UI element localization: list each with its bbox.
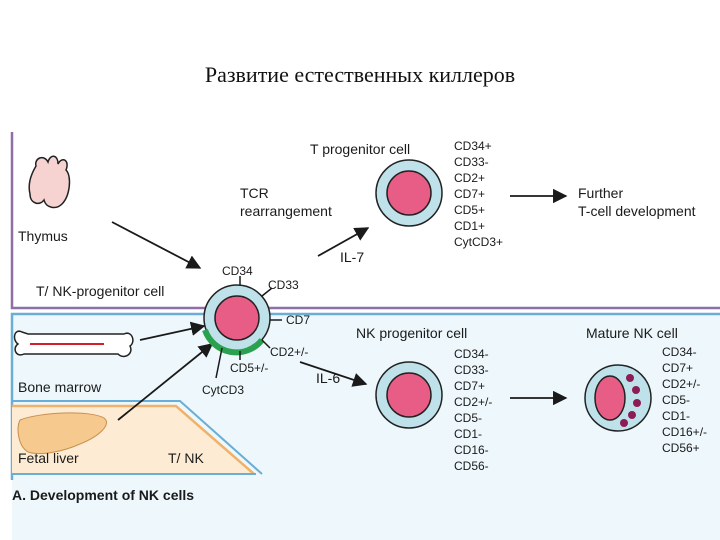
tick-cytcd3 <box>215 347 223 379</box>
tick-cd33 <box>261 287 273 297</box>
t-marker: CD1+ <box>454 219 485 233</box>
liver-icon <box>17 412 107 455</box>
t-progenitor-markers: CD34+ CD33- CD2+ CD7+ CD5+ CD1+ CytCD3+ <box>454 139 503 249</box>
arrow-to-nk-progenitor <box>299 361 368 387</box>
t-cell-development-label: T-cell development <box>578 203 696 219</box>
nk-progenitor-cell <box>375 361 443 429</box>
bone-marrow-label: Bone marrow <box>18 379 102 395</box>
arrow-thymus-to-progenitor <box>111 221 202 269</box>
tcr-label: TCR <box>240 185 269 201</box>
mature-nk-marker: CD16+/- <box>662 425 707 439</box>
tnk-progenitor-label: T/ NK-progenitor cell <box>36 283 164 299</box>
nk-progenitor-label: NK progenitor cell <box>356 325 467 341</box>
t-progenitor-label: T progenitor cell <box>310 141 410 157</box>
thymus-region-border <box>10 132 720 310</box>
nk-progenitor-marker: CD34- <box>454 347 489 361</box>
nk-progenitor-marker: CD7+ <box>454 379 485 393</box>
tnk-progenitor-cell <box>202 284 271 356</box>
fetal-liver-inner-border <box>12 400 263 475</box>
thymus-icon <box>28 155 71 209</box>
nk-progenitor-marker: CD33- <box>454 363 489 377</box>
bone-icon <box>13 330 134 358</box>
nk-progenitor-markers: CD34- CD33- CD7+ CD2+/- CD5- CD1- CD16- … <box>454 347 492 473</box>
tnk-region-label: T/ NK <box>168 450 204 466</box>
marker-cd33: CD33 <box>268 278 299 292</box>
t-progenitor-cell <box>375 159 443 227</box>
marker-cd34: CD34 <box>222 264 253 278</box>
fetal-liver-label: Fetal liver <box>18 450 79 466</box>
fetal-liver-border <box>12 404 255 475</box>
arrow-marrow-to-progenitor <box>139 321 206 341</box>
thymus-label: Thymus <box>18 228 68 244</box>
t-marker: CD7+ <box>454 187 485 201</box>
nk-progenitor-marker: CD56- <box>454 459 489 473</box>
t-marker: CD33- <box>454 155 489 169</box>
t-marker: CytCD3+ <box>454 235 503 249</box>
nk-progenitor-marker: CD1- <box>454 427 482 441</box>
t-marker: CD34+ <box>454 139 492 153</box>
tick-cd2 <box>261 339 271 349</box>
nk-progenitor-marker: CD16- <box>454 443 489 457</box>
mature-nk-cell <box>584 364 652 432</box>
further-label: Further <box>578 185 623 201</box>
nk-progenitor-marker: CD5- <box>454 411 482 425</box>
mature-nk-marker: CD7+ <box>662 361 693 375</box>
nk-progenitor-marker: CD2+/- <box>454 395 492 409</box>
mature-nk-marker: CD56+ <box>662 441 700 455</box>
marker-cytcd3: CytCD3 <box>202 383 244 397</box>
mature-nk-marker: CD5- <box>662 393 690 407</box>
t-marker: CD2+ <box>454 171 485 185</box>
arrow-liver-to-progenitor <box>117 343 214 421</box>
arrow-to-t-progenitor <box>317 227 370 257</box>
marker-cd2: CD2+/- <box>270 345 308 359</box>
rearrangement-label: rearrangement <box>240 203 332 219</box>
il7-label: IL-7 <box>340 249 364 265</box>
mature-nk-marker: CD34- <box>662 345 697 359</box>
mature-nk-marker: CD2+/- <box>662 377 700 391</box>
bone-marrow-region <box>12 314 720 540</box>
marker-cd5: CD5+/- <box>230 361 268 375</box>
mature-nk-markers: CD34- CD7+ CD2+/- CD5- CD1- CD16+/- CD56… <box>662 345 707 455</box>
marker-cd7: CD7 <box>286 313 310 327</box>
t-marker: CD5+ <box>454 203 485 217</box>
mature-nk-marker: CD1- <box>662 409 690 423</box>
mature-nk-label: Mature NK cell <box>586 325 678 341</box>
figure-caption: A. Development of NK cells <box>12 487 194 503</box>
il6-label: IL-6 <box>316 370 340 386</box>
page-title: Развитие естественных киллеров <box>204 62 516 87</box>
